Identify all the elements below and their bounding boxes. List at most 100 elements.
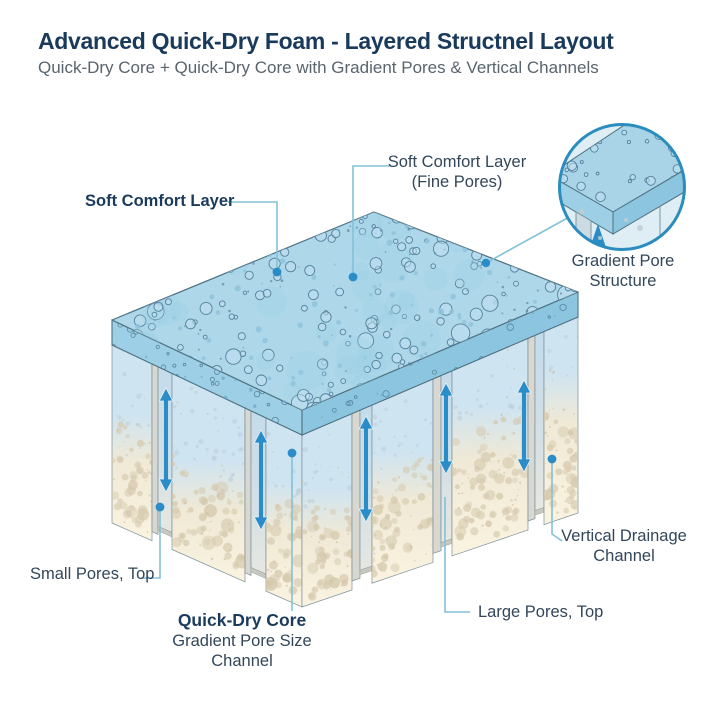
pore bbox=[278, 528, 281, 530]
pore bbox=[125, 453, 128, 457]
pore bbox=[266, 432, 271, 436]
pore bbox=[331, 334, 333, 336]
pore bbox=[237, 431, 243, 438]
pore bbox=[229, 245, 251, 267]
pore bbox=[119, 227, 142, 250]
pore bbox=[548, 409, 550, 411]
pore bbox=[172, 230, 205, 263]
pore bbox=[237, 332, 246, 341]
pore bbox=[159, 253, 171, 264]
pore bbox=[502, 525, 510, 532]
magnifier-circle-border bbox=[558, 123, 686, 251]
pore bbox=[621, 129, 628, 136]
pore bbox=[676, 135, 682, 141]
pore bbox=[413, 314, 421, 321]
pore bbox=[302, 529, 308, 535]
pore bbox=[185, 318, 196, 330]
pore bbox=[695, 129, 700, 134]
pore bbox=[569, 454, 578, 463]
pore bbox=[428, 308, 435, 314]
pore bbox=[409, 545, 413, 548]
pore bbox=[379, 467, 383, 471]
pore bbox=[296, 487, 302, 493]
pore bbox=[502, 456, 515, 469]
pore bbox=[313, 515, 319, 521]
pore bbox=[330, 530, 340, 540]
pore bbox=[282, 484, 285, 488]
pore bbox=[372, 556, 376, 564]
pore bbox=[561, 225, 565, 228]
pore bbox=[117, 212, 129, 224]
pore bbox=[566, 160, 578, 171]
pore bbox=[454, 278, 465, 289]
pore bbox=[506, 365, 509, 368]
pore bbox=[160, 287, 170, 296]
pore bbox=[341, 473, 344, 475]
pore bbox=[280, 279, 284, 283]
pore bbox=[544, 388, 547, 391]
pore bbox=[200, 532, 204, 536]
pore bbox=[480, 267, 482, 269]
pore bbox=[335, 354, 365, 385]
pore bbox=[115, 402, 117, 404]
pore bbox=[203, 504, 217, 518]
pore bbox=[288, 570, 291, 573]
pore bbox=[339, 328, 347, 336]
pore bbox=[231, 235, 234, 238]
pore bbox=[476, 510, 485, 520]
label-line: Vertical Drainage bbox=[561, 527, 687, 545]
pore bbox=[125, 421, 131, 427]
pore bbox=[398, 363, 401, 366]
slab-pores bbox=[266, 432, 302, 595]
pore bbox=[176, 401, 179, 404]
pore bbox=[371, 224, 376, 229]
pore bbox=[285, 261, 297, 273]
pore bbox=[523, 226, 532, 235]
pore bbox=[347, 399, 354, 406]
pore bbox=[555, 468, 563, 476]
pore bbox=[452, 467, 458, 477]
pore bbox=[377, 561, 388, 572]
pore bbox=[457, 534, 460, 537]
pore bbox=[409, 515, 412, 517]
vertical-drainage-arrow-icon bbox=[158, 387, 174, 493]
pore bbox=[333, 263, 337, 266]
pore bbox=[545, 462, 547, 465]
pore bbox=[575, 335, 578, 338]
pore bbox=[201, 356, 206, 361]
pore bbox=[402, 542, 413, 553]
pore bbox=[221, 464, 224, 467]
pore bbox=[378, 503, 385, 509]
pore bbox=[130, 332, 136, 338]
pore bbox=[464, 410, 469, 415]
pore bbox=[222, 469, 226, 472]
pore bbox=[290, 356, 293, 360]
pore bbox=[303, 481, 308, 486]
pore bbox=[498, 468, 501, 471]
pore bbox=[598, 236, 602, 240]
pore bbox=[546, 435, 549, 437]
pore bbox=[432, 227, 439, 234]
pore bbox=[278, 562, 280, 564]
pore bbox=[186, 510, 189, 512]
pore bbox=[266, 490, 268, 492]
pore bbox=[317, 335, 321, 339]
pore bbox=[168, 301, 189, 322]
pore bbox=[509, 453, 512, 456]
pore bbox=[172, 363, 177, 368]
pore bbox=[680, 125, 684, 134]
pore bbox=[421, 457, 424, 460]
pore bbox=[129, 471, 138, 480]
pore bbox=[544, 281, 557, 293]
pore bbox=[512, 431, 516, 435]
pore bbox=[417, 493, 426, 501]
pore bbox=[453, 404, 458, 409]
pore bbox=[266, 402, 271, 407]
pore bbox=[384, 526, 388, 530]
pore bbox=[645, 175, 656, 186]
pore bbox=[275, 503, 280, 509]
pore bbox=[221, 449, 226, 454]
slab-side-face bbox=[244, 407, 252, 577]
pore bbox=[128, 239, 131, 242]
pore bbox=[321, 416, 323, 418]
